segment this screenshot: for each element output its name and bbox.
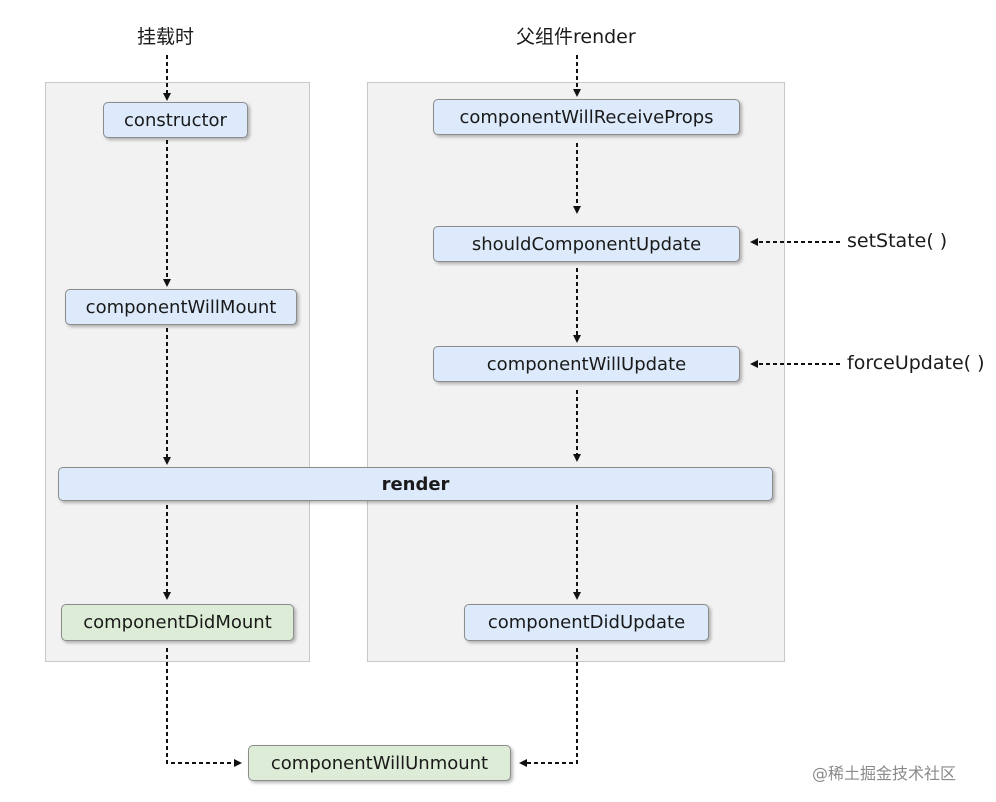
set-state-label: setState( )	[847, 230, 948, 252]
render-node: render	[58, 467, 773, 501]
component-will-receive-props-node: componentWillReceiveProps	[433, 99, 740, 135]
arrow-didupdate-to-unmount	[519, 648, 578, 767]
should-component-update-node: shouldComponentUpdate	[433, 226, 740, 262]
update-trigger-label: 父组件render	[516, 26, 636, 48]
arrow-didmount-to-unmount	[166, 648, 242, 767]
mount-trigger-label: 挂载时	[137, 26, 195, 48]
component-will-mount-node: componentWillMount	[65, 289, 297, 325]
component-did-mount-node: componentDidMount	[61, 604, 294, 641]
component-did-update-node: componentDidUpdate	[464, 604, 709, 641]
component-will-update-node: componentWillUpdate	[433, 346, 740, 382]
component-will-unmount-node: componentWillUnmount	[248, 745, 511, 781]
watermark-text: @稀土掘金技术社区	[812, 764, 957, 783]
constructor-node: constructor	[103, 102, 248, 138]
mount-panel	[45, 82, 310, 662]
force-update-label: forceUpdate( )	[847, 352, 985, 374]
